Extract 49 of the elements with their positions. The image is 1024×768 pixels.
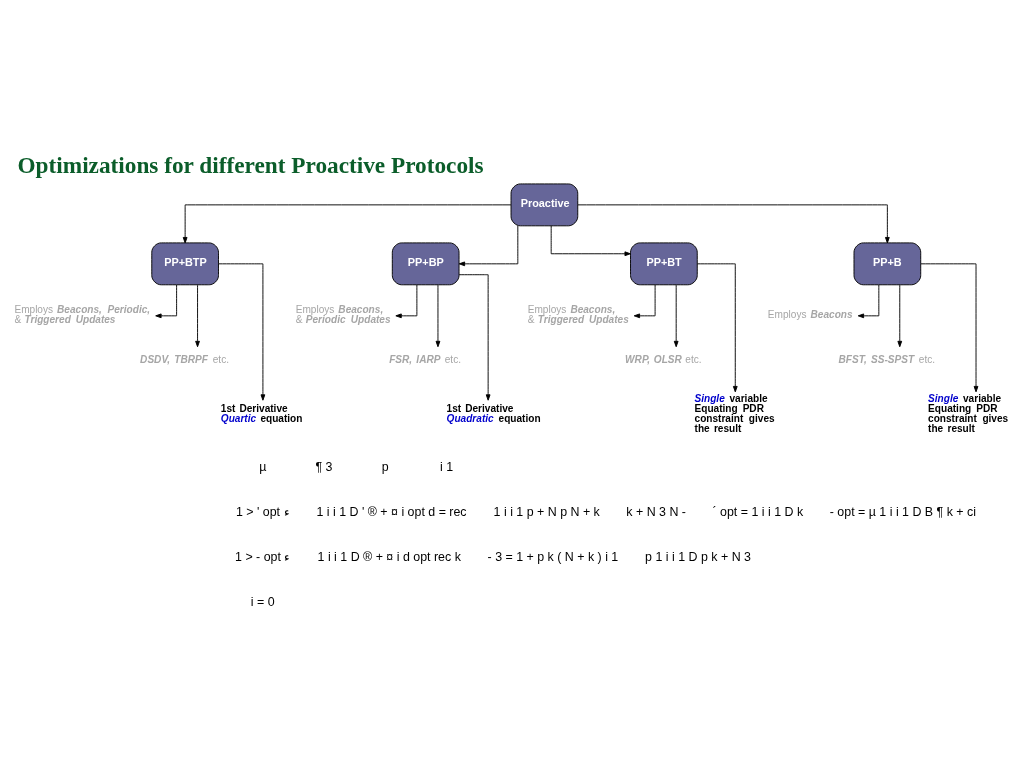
label: 1 i i 1 p + N p N + k: [493, 504, 600, 519]
label: µ: [259, 459, 267, 474]
node-text: DSDV, TBRPF etc.: [140, 353, 230, 365]
arrow: [182, 203, 512, 243]
arrow: [195, 283, 200, 347]
label: i 1: [440, 459, 454, 474]
label: p: [381, 459, 389, 474]
arrow: [155, 284, 178, 318]
node-text: Employs Beacons, & Periodic Updates: [295, 303, 391, 325]
label: 1 > ' opt ء: [235, 504, 290, 519]
label: p 1 i i 1 D p k + N 3: [645, 549, 751, 564]
arrow: [435, 283, 441, 347]
arrow: [897, 283, 903, 347]
arrow: [458, 273, 491, 401]
node-text: Employs Beacons: [767, 308, 853, 320]
label: - opt = µ 1 i i 1 D B ¶ k + ci: [829, 504, 976, 519]
node-box: PP+B: [853, 241, 922, 285]
arrow: [395, 284, 418, 318]
label: 1 i i 1 D ® + ¤ i d opt rec k: [317, 549, 461, 564]
arrow: [458, 224, 519, 266]
node-text: Single variable Equating PDR constraint gives the result: [928, 391, 1009, 434]
label: i = 0: [250, 594, 275, 609]
label: ´ opt = 1 i i 1 D k: [712, 504, 804, 519]
node-box: Proactive: [510, 182, 579, 226]
arrow: [920, 262, 979, 392]
node-text: FSR, IARP etc.: [389, 353, 462, 365]
label: 1 i i 1 D ' ® + ¤ i opt d = rec: [316, 504, 467, 519]
arrow: [633, 284, 656, 318]
label: ¶ 3: [315, 459, 333, 474]
arrow: [550, 224, 631, 256]
arrow: [857, 284, 880, 318]
node-text: WRP, OLSR etc.: [625, 353, 702, 365]
arrow: [673, 283, 679, 347]
node-box: PP+BP: [391, 241, 460, 285]
node-text: Employs Beacons, Periodic, & Triggered Updates: [14, 303, 151, 325]
node-box: PP+BTP: [151, 241, 219, 285]
diagram-title: Optimizations for different Proactive Protocols: [17, 151, 484, 178]
node-text: Employs Beacons, & Triggered Updates: [527, 303, 629, 325]
node-text: Single variable Equating PDR constraint gives the result: [694, 391, 775, 434]
node-box: PP+BT: [630, 241, 698, 285]
label: k + N 3 N -: [626, 504, 686, 519]
node-text: BFST, SS-SPST etc.: [838, 353, 936, 365]
arrow: [696, 262, 738, 392]
node-text: 1st Derivative Quadratic equation: [446, 402, 541, 424]
arrow: [577, 203, 890, 243]
node-text: 1st Derivative Quartic equation: [220, 402, 303, 424]
arrow: [218, 262, 266, 401]
label: 1 > - opt ء: [235, 549, 291, 564]
label: - 3 = 1 + p k ( N + k ) i 1: [487, 549, 619, 564]
